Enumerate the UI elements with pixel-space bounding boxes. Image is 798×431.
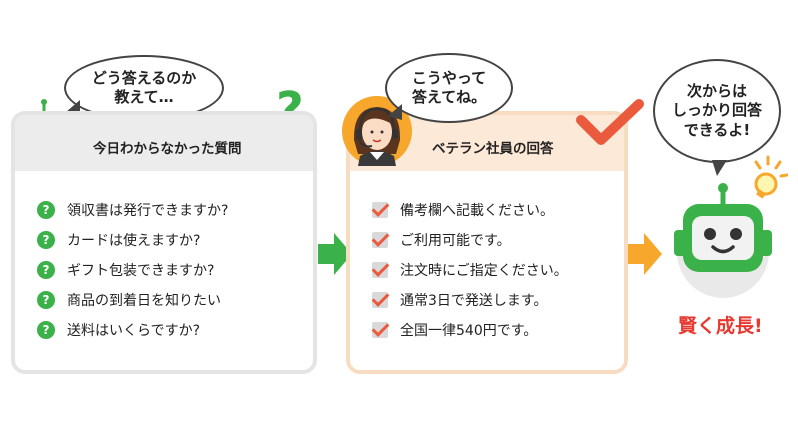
question-icon: ? (37, 261, 55, 279)
list-item: 通常3日で発送します。 (372, 285, 568, 315)
panel-title: ベテラン社員の回答 (432, 137, 554, 157)
result-label: 賢く成長! (678, 311, 763, 338)
list-item: ?商品の到着日を知りたい (37, 285, 228, 315)
checkbox-icon (372, 232, 388, 248)
list-item: 備考欄へ記載ください。 (372, 195, 568, 225)
question-icon: ? (37, 201, 55, 219)
arrow-right-icon (628, 233, 662, 275)
unanswered-questions-panel: 今日わからなかった質問 ?領収書は発行できますか? ?カードは使えますか? ?ギ… (11, 111, 317, 374)
panel-title: 今日わからなかった質問 (93, 137, 242, 157)
list-item: 全国一律540円です。 (372, 315, 568, 345)
bubble-tail-right (712, 160, 727, 176)
question-icon: ? (37, 321, 55, 339)
robot-happy-icon (668, 180, 778, 300)
question-icon: ? (37, 231, 55, 249)
list-item: ?ギフト包装できますか? (37, 255, 228, 285)
checkbox-icon (372, 322, 388, 338)
speech-bubble-middle: こうやって 答えてね。 (385, 53, 513, 123)
checkbox-icon (372, 262, 388, 278)
list-item: ?カードは使えますか? (37, 225, 228, 255)
bubble-tail-middle (388, 104, 402, 120)
speech-bubble-right: 次からは しっかり回答 できるよ! (653, 59, 781, 163)
question-icon: ? (37, 291, 55, 309)
list-item: ?送料はいくらですか? (37, 315, 228, 345)
checkbox-icon (372, 292, 388, 308)
list-item: ご利用可能です。 (372, 225, 568, 255)
question-list: ?領収書は発行できますか? ?カードは使えますか? ?ギフト包装できますか? ?… (37, 195, 228, 345)
answer-list: 備考欄へ記載ください。 ご利用可能です。 注文時にご指定ください。 通常3日で発… (372, 195, 568, 345)
list-item: ?領収書は発行できますか? (37, 195, 228, 225)
checkbox-icon (372, 202, 388, 218)
list-item: 注文時にご指定ください。 (372, 255, 568, 285)
checkmark-icon (575, 98, 645, 150)
